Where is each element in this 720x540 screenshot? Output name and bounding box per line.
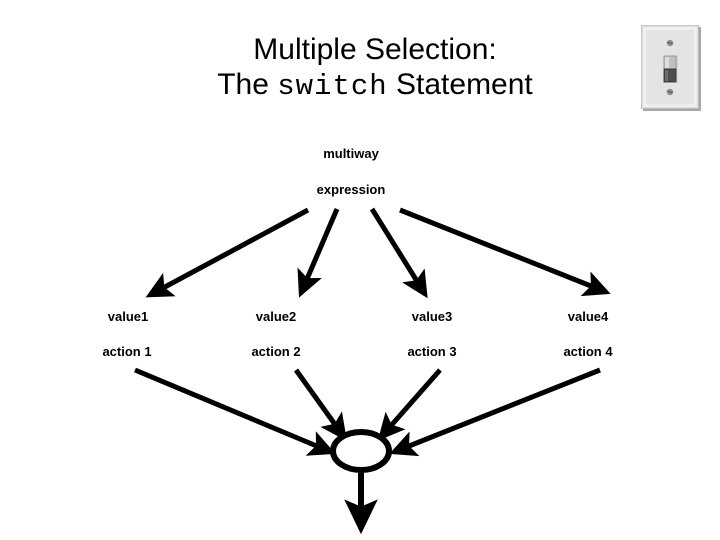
branch-value-2: value2 xyxy=(255,309,297,324)
arrow-action-2-to-merge xyxy=(293,368,347,442)
title-suffix: Statement xyxy=(387,67,533,101)
arrow-expression-to-value-2 xyxy=(297,208,340,298)
branch-action-1: action 1 xyxy=(102,344,152,359)
branch-action-2: action 2 xyxy=(251,344,301,359)
branch-value-1: value1 xyxy=(107,309,149,324)
slide-title: Multiple Selection: The switch Statement xyxy=(0,33,720,103)
title-keyword-switch: switch xyxy=(277,69,388,103)
title-line-2: The switch Statement xyxy=(0,68,720,104)
title-prefix: The xyxy=(217,67,278,101)
arrow-expression-to-value-3 xyxy=(369,207,428,299)
title-line-1: Multiple Selection: xyxy=(253,33,497,66)
merge-node-ellipse xyxy=(330,429,392,473)
branch-action-3: action 3 xyxy=(407,344,457,359)
branch-value-4: value4 xyxy=(567,309,609,324)
decision-label-multiway: multiway xyxy=(323,146,379,161)
arrow-action-1-to-merge xyxy=(134,367,336,456)
branch-action-4: action 4 xyxy=(563,344,613,359)
arrow-action-4-to-merge xyxy=(389,367,601,457)
decision-label-expression: expression xyxy=(316,182,386,197)
arrow-expression-to-value-1 xyxy=(145,207,310,298)
branch-value-3: value3 xyxy=(411,309,453,324)
light-switch-plate-icon xyxy=(640,24,702,111)
arrow-action-3-to-merge xyxy=(377,368,442,441)
arrow-expression-to-value-4 xyxy=(399,207,611,297)
